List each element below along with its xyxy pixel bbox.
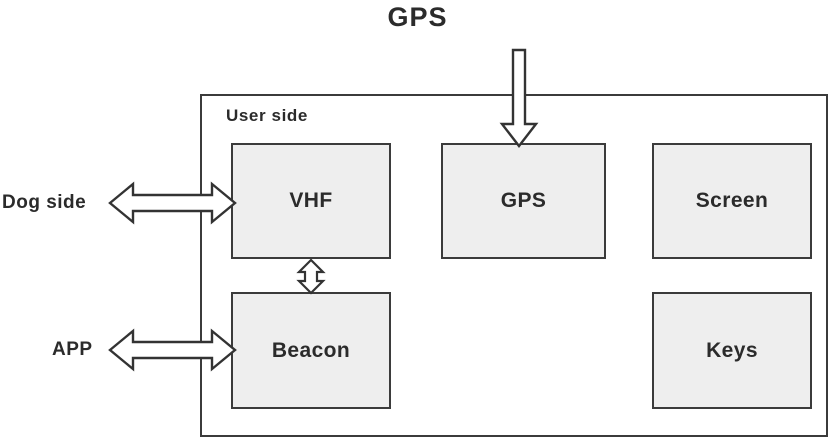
app-label: APP: [52, 339, 93, 360]
module-box-screen-label: Screen: [695, 189, 769, 212]
module-box-screen[interactable]: Screen: [652, 143, 812, 259]
module-box-keys-label: Keys: [706, 338, 758, 362]
module-box-beacon[interactable]: Beacon: [231, 292, 391, 409]
dog-side-label: Dog side: [2, 192, 87, 213]
module-box-vhf[interactable]: VHF: [231, 143, 391, 259]
module-box-keys[interactable]: Keys: [652, 292, 812, 409]
gps-source-label: GPS: [387, 2, 448, 32]
module-box-gps[interactable]: GPS: [441, 143, 606, 259]
module-box-beacon-label: Beacon: [271, 338, 351, 362]
module-box-vhf-label: VHF: [289, 189, 333, 212]
user-side-title: User side: [226, 106, 308, 125]
module-box-gps-label: GPS: [500, 189, 547, 212]
